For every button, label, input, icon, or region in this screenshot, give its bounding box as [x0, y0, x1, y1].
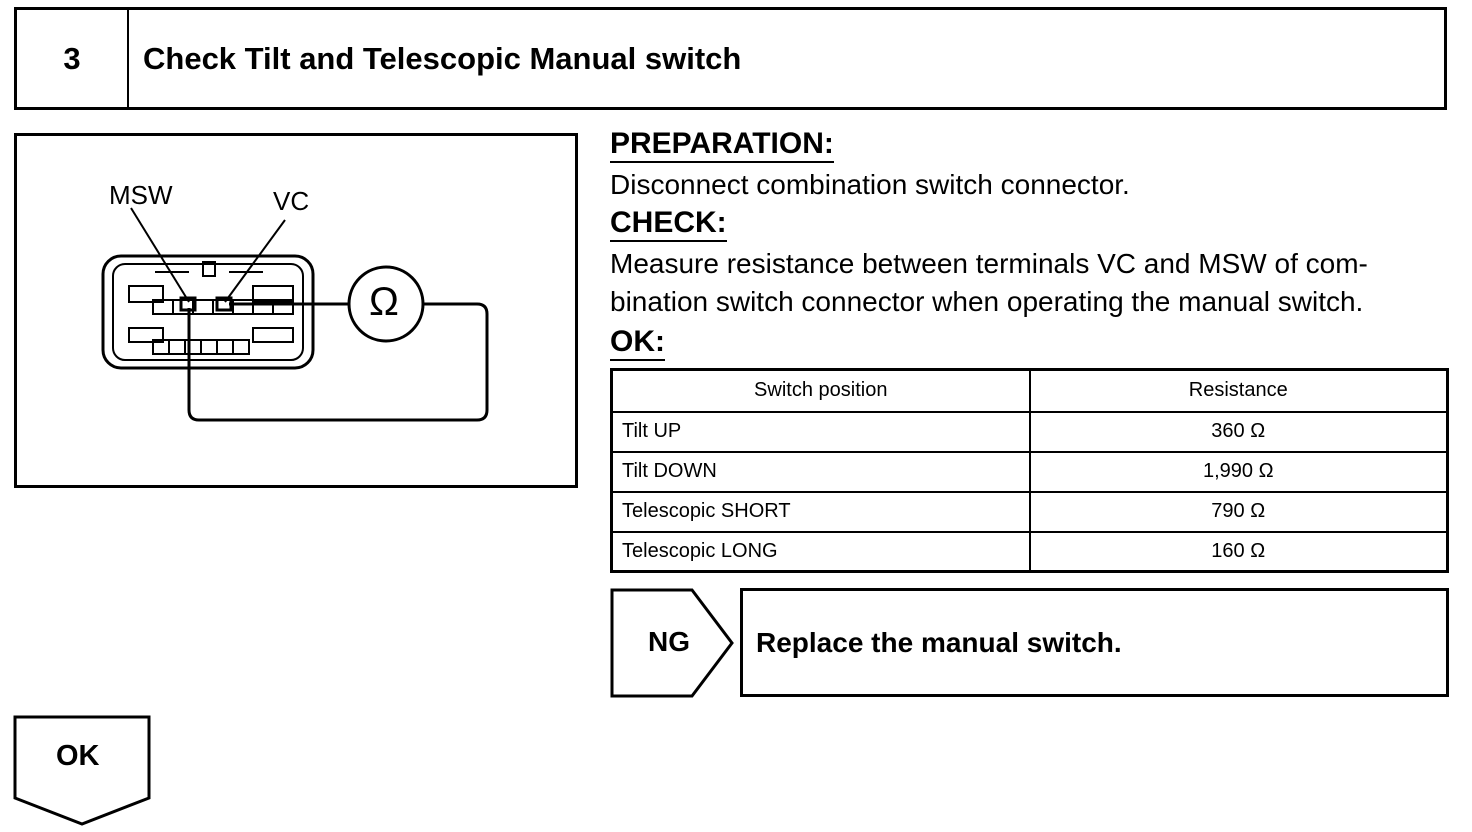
column-header-switch-position: Switch position [610, 368, 1031, 413]
table-row: Tilt DOWN 1,990 Ω [610, 450, 1449, 493]
table-row: Telescopic SHORT 790 Ω [610, 490, 1449, 533]
step-number: 3 [17, 10, 129, 107]
resistance-cell: 1,990 Ω [1028, 450, 1449, 493]
connector-diagram: MSW VC Ω [14, 133, 578, 488]
ohmmeter-circle [347, 265, 425, 343]
vc-leader-line [224, 219, 286, 303]
resistance-cell: 790 Ω [1028, 490, 1449, 533]
connector-inner-frame [112, 263, 304, 361]
ng-action-text: Replace the manual switch. [756, 626, 1122, 658]
ok-label: OK [56, 740, 100, 772]
switch-position-cell: Telescopic SHORT [610, 490, 1031, 533]
check-text-line2: bination switch connector when operating… [610, 286, 1364, 317]
step-title: Check Tilt and Telescopic Manual switch [143, 40, 742, 76]
msw-leader-line [130, 207, 190, 303]
resistance-cell: 360 Ω [1028, 410, 1449, 453]
msw-terminal-label: MSW [109, 180, 173, 210]
ok-arrow-shape [13, 715, 151, 826]
connector-illustration [101, 207, 489, 422]
table-row: Tilt UP 360 Ω [610, 410, 1449, 453]
connector-housing [101, 254, 315, 370]
preparation-heading: PREPARATION: [610, 128, 834, 163]
step-header: 3 Check Tilt and Telescopic Manual switc… [14, 7, 1447, 110]
resistance-table: Switch position Resistance Tilt UP 360 Ω… [610, 368, 1449, 573]
ng-label: NG [648, 626, 690, 657]
switch-position-cell: Tilt UP [610, 410, 1031, 453]
ohm-symbol-icon: Ω [369, 280, 399, 324]
msw-wire [187, 302, 489, 422]
vc-terminal-label: VC [273, 186, 310, 216]
ok-heading: OK: [610, 326, 665, 361]
column-header-resistance: Resistance [1028, 368, 1449, 413]
preparation-text: Disconnect combination switch connector. [610, 169, 1130, 200]
switch-position-cell: Tilt DOWN [610, 450, 1031, 493]
ng-arrow-shape [610, 588, 734, 698]
ng-action-box: Replace the manual switch. [740, 588, 1449, 697]
switch-position-cell: Telescopic LONG [610, 530, 1031, 573]
table-row: Telescopic LONG 160 Ω [610, 530, 1449, 573]
table-header-row: Switch position Resistance [610, 368, 1449, 413]
check-text-line1: Measure resistance between terminals VC … [610, 248, 1368, 279]
resistance-cell: 160 Ω [1028, 530, 1449, 573]
check-heading: CHECK: [610, 207, 727, 242]
